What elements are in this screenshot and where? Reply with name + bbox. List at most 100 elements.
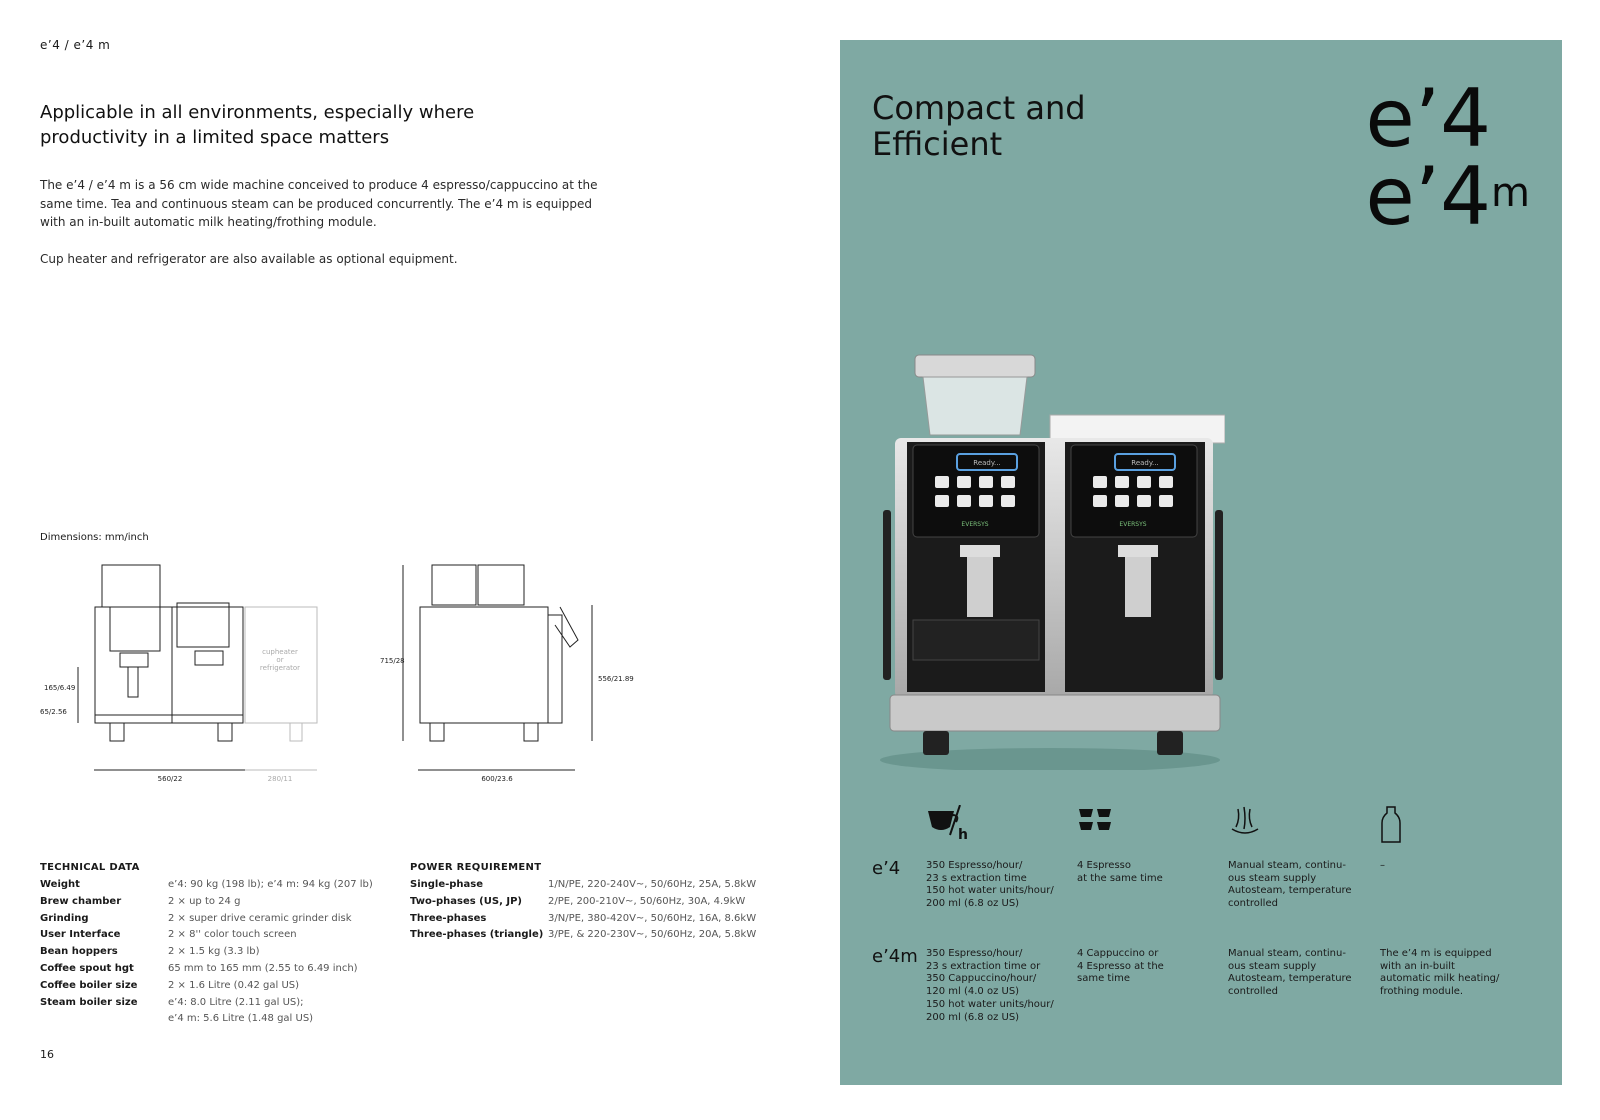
model-name-e4m: e’4m [1365, 157, 1530, 237]
table-row: e’4 m: 5.6 Litre (1.48 gal US) [40, 1013, 373, 1030]
label-or: or [276, 656, 283, 664]
power-requirement-title: POWER REQUIREMENT [410, 862, 542, 873]
spec-key: Coffee boiler size [40, 979, 138, 991]
spec-value: 3/PE, & 220-230V~, 50/60Hz, 20A, 5.8kW [548, 929, 757, 941]
technical-data-table: Weight e’4: 90 kg (198 lb); e’4 m: 94 kg … [40, 879, 373, 1030]
left-foot [923, 731, 949, 755]
front-panel-left [109, 606, 161, 652]
e4m-simultaneous: 4 Cappuccino or 4 Espresso at the same t… [1077, 948, 1164, 985]
right-screen-buttons [1093, 476, 1173, 507]
table-row: Grinding 2 × super drive ceramic grinder … [40, 913, 373, 930]
e4m-milk: The e’4 m is equipped with an in-built a… [1380, 948, 1500, 998]
four-cups-icon [1079, 809, 1111, 830]
spec-key: Steam boiler size [40, 996, 138, 1008]
dimensions-label: Dimensions: mm/inch [40, 532, 149, 543]
label-h65: 65/2.56 [40, 708, 67, 716]
spec-value: 2 × super drive ceramic grinder disk [168, 912, 352, 924]
steam-icon [1231, 806, 1259, 834]
spec-key: Three-phases [410, 912, 487, 924]
right-brew-head [1118, 545, 1158, 557]
e4m-capacity: 350 Espresso/hour/ 23 s extraction time … [926, 948, 1054, 1023]
spec-value: e’4: 90 kg (198 lb); e’4 m: 94 kg (207 l… [168, 879, 373, 890]
technical-data-title: TECHNICAL DATA [40, 862, 140, 873]
e4-milk: – [1380, 860, 1385, 871]
label-w560: 560/22 [158, 775, 183, 783]
model-name-superscript: m [1491, 170, 1530, 216]
left-screen-status-text: Ready... [973, 459, 1000, 467]
spec-key: Weight [40, 879, 80, 890]
spec-key: Brew chamber [40, 895, 122, 907]
hopper-lid [914, 354, 1036, 378]
left-screen-status-box [956, 453, 1018, 471]
technical-data: TECHNICAL DATA Weight e’4: 90 kg (198 lb)… [40, 862, 373, 1030]
page-headline: Applicable in all environments, especial… [40, 102, 475, 148]
intro-text: The e’4 / e’4 m is a 56 cm wide machine … [40, 176, 600, 286]
left-touch-screen [912, 444, 1040, 538]
label-h165: 165/6.49 [44, 684, 75, 692]
left-drawer [912, 619, 1040, 661]
front-hopper-outline [101, 564, 161, 608]
panel-title-line-2: Efficient [872, 125, 1003, 163]
row-label-e4m: e’4m [872, 946, 918, 967]
breadcrumb: e’4 / e’4 m [40, 38, 111, 52]
feature-icons: h [840, 805, 1562, 855]
right-steam-wand [1215, 510, 1223, 680]
spec-key [40, 1013, 168, 1030]
spec-value: 65 mm to 165 mm (2.55 to 6.49 inch) [168, 962, 358, 974]
milk-bottle-icon [1381, 806, 1401, 843]
cup-per-hour-icon: h [928, 805, 968, 843]
spec-key: Two-phases (US, JP) [410, 895, 522, 907]
model-name: e’4 e’4m [1365, 72, 1530, 237]
side-view-outline [402, 564, 593, 771]
left-spout [967, 557, 993, 617]
coffee-machine-image: Ready... EVERSYS Ready... EVERSYS [880, 354, 1225, 770]
spec-value: 2/PE, 200-210V~, 50/60Hz, 30A, 4.9kW [548, 895, 746, 907]
bean-hopper [922, 376, 1028, 436]
spec-key: Three-phases (triangle) [410, 929, 544, 941]
optional-unit-outline [244, 606, 318, 771]
label-cupheater: cupheater [262, 648, 298, 656]
drip-tray [889, 694, 1221, 732]
e4-simultaneous: 4 Espresso at the same time [1077, 860, 1163, 884]
panel-title-line-1: Compact and [872, 89, 1086, 127]
left-screen-buttons [935, 476, 1015, 507]
product-panel: Compact and Efficient e’4 e’4m Ready... [840, 40, 1562, 1085]
right-spout [1125, 557, 1151, 617]
front-body-outline [94, 606, 244, 724]
spec-value: e’4 m: 5.6 Litre (1.48 gal US) [168, 1013, 314, 1025]
model-name-e4: e’4 [1365, 72, 1492, 165]
right-screen-status-box [1114, 453, 1176, 471]
label-h715: 715/28 [380, 657, 405, 665]
e4-capacity: 350 Espresso/hour/ 23 s extraction time … [926, 860, 1054, 910]
spec-key: Coffee spout hgt [40, 962, 134, 974]
right-foot [1157, 731, 1183, 755]
right-touch-screen [1070, 444, 1198, 538]
label-d600: 600/23.6 [481, 775, 513, 783]
intro-paragraph-1: The e’4 / e’4 m is a 56 cm wide machine … [40, 178, 598, 229]
dimension-drawing: cupheater or refrigerator 165/6.49 65/2.… [40, 564, 634, 783]
left-brand-logo: EVERSYS [961, 521, 988, 528]
table-row: Three-phases 3/N/PE, 380-420V~, 50/60Hz, … [410, 913, 756, 930]
page-number: 16 [40, 1048, 54, 1061]
machine-shadow [880, 748, 1220, 770]
label-h556: 556/21.89 [598, 675, 634, 683]
table-row: Weight e’4: 90 kg (198 lb); e’4 m: 94 kg … [40, 879, 373, 896]
spec-key: Single-phase [410, 879, 484, 890]
row-label-e4: e’4 [872, 858, 901, 879]
model-name-e4m-base: e’4 [1365, 150, 1492, 243]
spec-key: User Interface [40, 929, 121, 941]
spec-key: Grinding [40, 912, 89, 924]
spec-key: Bean hoppers [40, 946, 118, 958]
spec-value: 2 × up to 24 g [168, 895, 241, 907]
right-screen-status-text: Ready... [1131, 459, 1158, 467]
intro-paragraph-2: Cup heater and refrigerator are also ava… [40, 251, 458, 266]
label-w280: 280/11 [268, 775, 293, 783]
hour-letter: h [958, 827, 968, 843]
spec-value: 3/N/PE, 380-420V~, 50/60Hz, 16A, 8.6kW [548, 912, 757, 924]
e4-steam: Manual steam, continu- ous steam supply … [1228, 860, 1352, 910]
